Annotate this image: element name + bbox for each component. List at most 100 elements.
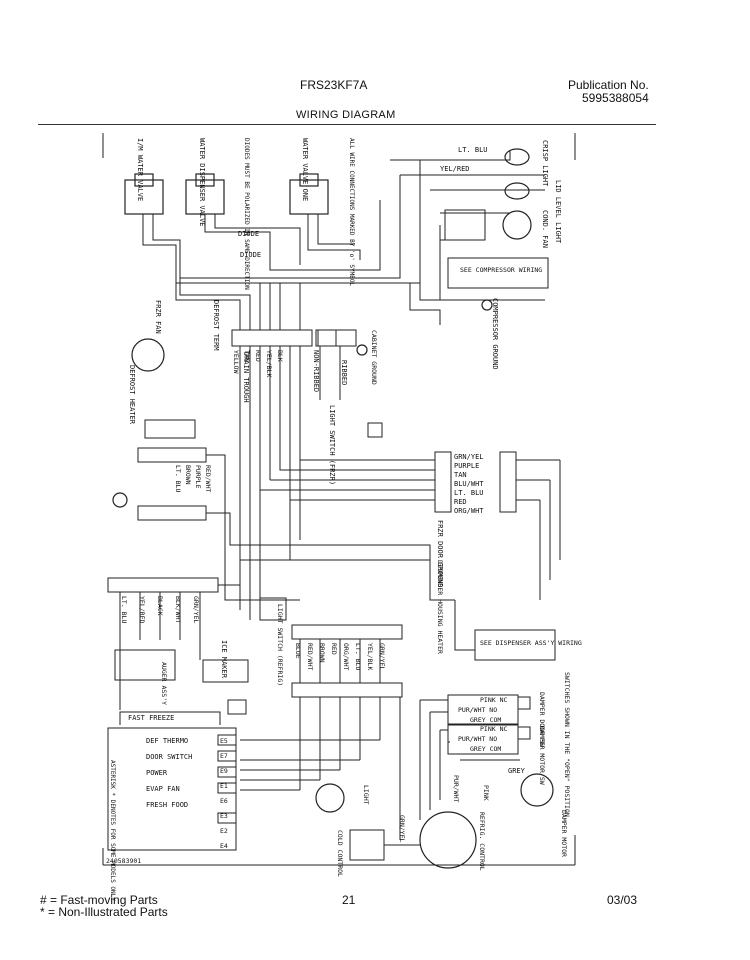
- control-code: E7: [220, 752, 228, 760]
- label-pink: PINK: [482, 785, 490, 801]
- label-compressor-ground: COMPRESSOR GROUND: [491, 298, 499, 370]
- label-damper-door-sw: DAMPER DOOR SW: [538, 692, 546, 747]
- label-grey-com-2: GREY COM: [470, 745, 501, 753]
- wire-label: GRN/YEL: [454, 453, 484, 461]
- round-components: [112, 148, 554, 869]
- label-pink-nc-2: PINK NC: [480, 725, 507, 733]
- wire-label: YEL/BLK: [366, 643, 374, 670]
- label-see-dispenser: SEE DISPENSER ASS'Y WIRING: [480, 639, 582, 647]
- label-cold-control: COLD CONTROL: [336, 830, 344, 877]
- label-frzr-door-ground: FRZR DOOR GROUND: [436, 520, 444, 587]
- label-fast-freeze: FAST FREEZE: [128, 714, 174, 722]
- diagram-title: WIRING DIAGRAM: [296, 109, 396, 121]
- model-number: FRS23KF7A: [300, 78, 368, 92]
- control-code: E1: [220, 782, 228, 790]
- wire-block-4-labels: BLUE RED/WHT BROWN RED ORG/WHT LT. BLU YEL/BLK…: [294, 643, 386, 670]
- wire-label: LT. BLU: [174, 465, 182, 492]
- control-row-label: EVAP FAN: [146, 785, 180, 793]
- wire-label: BLK: [276, 350, 284, 362]
- diagram-frame: [102, 133, 576, 866]
- wire-label: BLK/WHT: [174, 596, 182, 623]
- label-part-code: 240583901: [106, 857, 141, 865]
- label-non-ribbed: NON-RIBBED: [312, 350, 320, 392]
- wire-label: BLU/WHT: [454, 480, 484, 488]
- control-row-label: POWER: [146, 769, 168, 777]
- label-grey: GREY: [508, 767, 526, 775]
- control-code: E5: [220, 737, 228, 745]
- wire-label: RED: [454, 498, 467, 506]
- label-defrost-term: DEFROST TERM: [212, 300, 220, 351]
- control-code: E6: [220, 797, 228, 805]
- label-ice-maker: ICE MAKER: [220, 640, 228, 679]
- control-row-label: DOOR SWITCH: [146, 753, 192, 761]
- control-row-label: DEF THERMO: [146, 737, 188, 745]
- wire-label: PURPLE: [194, 465, 202, 489]
- page-number: 21: [342, 893, 356, 907]
- wire-label: LT. BLU: [354, 643, 362, 670]
- wire-label: TAN: [454, 471, 467, 479]
- label-defrost-heater: DEFROST HEATER: [128, 365, 136, 425]
- control-code: E4: [220, 842, 228, 850]
- wire-label: LT. BLU: [454, 489, 484, 497]
- label-pink-nc-1: PINK NC: [480, 696, 507, 704]
- wire-label: GRN/YEL: [192, 596, 200, 623]
- wire-label: BROWN: [184, 465, 192, 485]
- label-ribbed: RIBBED: [340, 360, 348, 385]
- label-diodes-note: DIODES MUST BE POLARIZED IN SAME DIRECTI…: [243, 138, 250, 290]
- wire-label: BROWN: [318, 643, 326, 663]
- legend-fast-moving: # = Fast-moving Parts: [40, 893, 158, 907]
- wire-label: BLACK: [156, 596, 164, 616]
- label-auger-assy: AUGER ASS'Y: [160, 662, 168, 705]
- label-diode-1: DIODE: [238, 230, 259, 238]
- label-lt-blu-top: LT. BLU: [458, 146, 488, 154]
- wire-label: YELLOW: [232, 350, 240, 374]
- control-board-rows: DEF THERMO DOOR SWITCH POWER EVAP FAN FRESH …: [146, 737, 192, 809]
- date-code: 03/03: [607, 893, 638, 907]
- label-switches-note: SWITCHES SHOWN IN THE "OPEN" POSITION: [563, 672, 571, 817]
- wire-label: RED: [254, 350, 262, 362]
- label-diode-2: DIODE: [240, 251, 261, 259]
- wire-label: ORG/WHT: [342, 643, 350, 670]
- diagram-labels: I/M WATER VALVE WATER DISPENSER VALVE DI…: [106, 138, 582, 901]
- label-dispenser-housing-heater: DISPENSER HOUSING HEATER: [436, 560, 444, 654]
- label-grey-com-1: GREY COM: [470, 716, 501, 724]
- wire-label: ORG/WHT: [454, 507, 484, 515]
- label-crisp-light: CRISP LIGHT: [541, 140, 549, 187]
- label-frzr-fan: FRZR FAN: [154, 300, 162, 334]
- wire-label: GRN/YEL: [378, 643, 386, 670]
- wire-label: BLUE: [294, 643, 302, 659]
- label-asterisk-note: ASTERISK * DENOTES FOR SOME MODELS ONLY: [109, 760, 116, 901]
- wire-label: RED/WHT: [306, 643, 314, 670]
- label-pur-wht-no-2: PUR/WHT NO: [458, 735, 497, 743]
- label-drain-trough: DRAIN TROUGH: [242, 352, 250, 403]
- label-light-switch-refrig: LIGHT SWITCH (REFRIG): [276, 604, 284, 686]
- publication-number: 5995388054: [582, 91, 649, 105]
- wire-label: RED: [330, 643, 338, 655]
- label-pur-wht-no-1: PUR/WHT NO: [458, 706, 497, 714]
- label-pur-wht: PUR/WHT: [452, 775, 460, 802]
- label-water-dispenser-valve: WATER DISPENSER VALVE: [198, 138, 206, 227]
- wire-label: PURPLE: [454, 462, 479, 470]
- wire-bundles: [107, 150, 561, 861]
- header-rule: [38, 124, 656, 125]
- label-see-compressor: SEE COMPRESSOR WIRING: [460, 266, 542, 274]
- legend-non-illustrated: * = Non-Illustrated Parts: [40, 905, 168, 919]
- publication-label: Publication No.: [568, 78, 649, 92]
- label-refrig-control: REFRIG. CONTROL: [478, 812, 486, 871]
- wire-label: RED/WHT: [204, 465, 212, 492]
- label-cond-fan: COND. FAN: [541, 210, 549, 248]
- label-grn-yel: GRN/YEL: [398, 815, 406, 842]
- label-yel-red-top: YEL/RED: [440, 165, 470, 173]
- wire-label: YEL/RED: [138, 596, 146, 623]
- wire-label: YEL/BLK: [265, 350, 273, 377]
- control-code: E9: [220, 767, 228, 775]
- control-code: E3: [220, 812, 228, 820]
- control-row-label: FRESH FOOD: [146, 801, 188, 809]
- control-code: E2: [220, 827, 228, 835]
